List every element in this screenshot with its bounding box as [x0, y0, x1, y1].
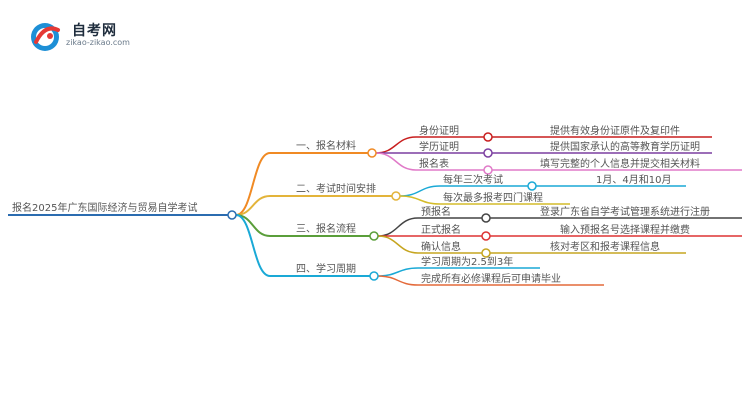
- item-dot-3-3[interactable]: [481, 248, 491, 258]
- logo-domain-text: zikao-zikao.com: [66, 38, 130, 47]
- item-edge-3-1: [377, 217, 419, 237]
- item-edge-4-2: [377, 275, 419, 286]
- item-dot-1-3[interactable]: [483, 165, 493, 175]
- item-label-2-2: 每次最多报考四门课程: [443, 191, 543, 204]
- item-label-3-3: 确认信息: [421, 240, 461, 253]
- item-edge-2-2: [399, 195, 441, 205]
- branch-dot-4[interactable]: [369, 271, 379, 281]
- item-label-1-3: 报名表: [419, 157, 449, 170]
- item-edge-2-1: [399, 185, 441, 197]
- detail-label-1-2: 提供国家承认的高等教育学历证明: [550, 140, 700, 153]
- item-edge-3-3: [377, 235, 419, 254]
- detail-label-3-2: 输入预报名号选择课程并缴费: [560, 223, 690, 236]
- site-logo[interactable]: 自考网 zikao-zikao.com: [28, 20, 168, 54]
- logo-mark-icon: [31, 23, 60, 51]
- branch-edge-1: [235, 152, 271, 216]
- item-dot-2-1[interactable]: [527, 181, 537, 191]
- branch-label-1: 一、报名材料: [296, 139, 356, 152]
- branch-edge-4: [235, 214, 271, 277]
- item-label-2-1: 每年三次考试: [443, 173, 503, 186]
- item-edge-4-1: [377, 267, 419, 277]
- item-label-1-2: 学历证明: [419, 140, 459, 153]
- branch-label-3: 三、报名流程: [296, 222, 356, 235]
- root-node-dot[interactable]: [227, 210, 237, 220]
- item-dot-3-2[interactable]: [481, 231, 491, 241]
- detail-label-1-3: 填写完整的个人信息并提交相关材料: [540, 157, 700, 170]
- item-dot-1-1[interactable]: [483, 132, 493, 142]
- branch-dot-2[interactable]: [391, 191, 401, 201]
- branch-dot-3[interactable]: [369, 231, 379, 241]
- branch-label-2: 二、考试时间安排: [296, 182, 376, 195]
- detail-label-2-1: 1月、4月和10月: [596, 174, 671, 186]
- item-edge-1-1: [375, 136, 417, 154]
- item-edge-1-3: [375, 152, 417, 171]
- logo-brand-text: 自考网: [72, 23, 117, 39]
- item-label-3-2: 正式报名: [421, 223, 461, 236]
- detail-label-3-1: 登录广东省自学考试管理系统进行注册: [540, 205, 710, 218]
- item-label-4-1: 学习周期为2.5到3年: [421, 255, 513, 268]
- mind-map-edges: [8, 136, 742, 286]
- mind-map-nodes: 报名2025年广东国际经济与贸易自学考试 一、报名材料 身份证明 提供有效身份证原件及…: [12, 124, 710, 285]
- branch-label-4: 四、学习周期: [296, 262, 356, 275]
- item-label-1-1: 身份证明: [419, 124, 459, 137]
- root-node-label: 报名2025年广东国际经济与贸易自学考试: [12, 201, 197, 214]
- item-dot-1-2[interactable]: [483, 148, 493, 158]
- item-label-4-2: 完成所有必修课程后可申请毕业: [421, 272, 561, 285]
- detail-label-1-1: 提供有效身份证原件及复印件: [550, 124, 680, 137]
- detail-label-3-3: 核对考区和报考课程信息: [550, 240, 660, 253]
- item-label-3-1: 预报名: [421, 205, 451, 218]
- item-dot-3-1[interactable]: [481, 213, 491, 223]
- branch-dot-1[interactable]: [367, 148, 377, 158]
